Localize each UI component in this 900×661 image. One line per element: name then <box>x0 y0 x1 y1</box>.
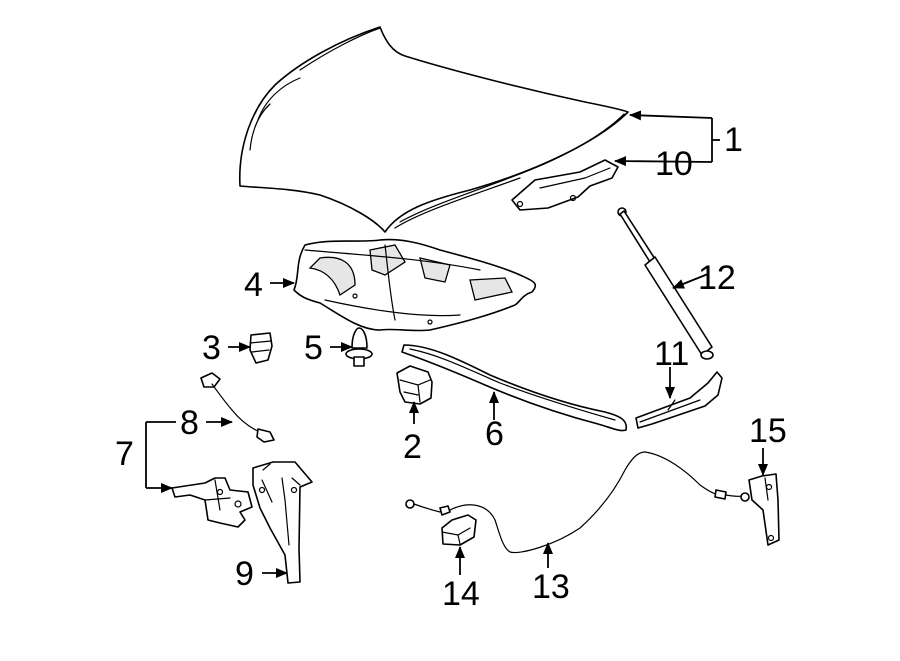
callout-11: 11 <box>654 335 689 373</box>
hood-insulator-part-4[interactable] <box>293 238 537 332</box>
hinge-plate-part-15[interactable] <box>748 473 780 546</box>
callout-2: 2 <box>403 428 422 466</box>
callout-8: 8 <box>180 404 199 442</box>
clip-part-5[interactable] <box>345 327 373 367</box>
sensor-wire-part-8[interactable] <box>200 372 275 443</box>
latch-part-7[interactable] <box>171 477 253 528</box>
callout-6: 6 <box>485 415 504 453</box>
hood-bracket-part-10[interactable] <box>511 159 619 211</box>
bumper-part-3[interactable] <box>249 332 273 364</box>
callout-13: 13 <box>532 568 570 606</box>
hood-part-1[interactable] <box>239 26 629 233</box>
callout-14: 14 <box>442 575 480 613</box>
latch-support-part-9[interactable] <box>252 461 313 584</box>
callout-10: 10 <box>655 145 693 183</box>
callout-5: 5 <box>304 329 323 367</box>
callout-7: 7 <box>115 435 134 473</box>
callout-12: 12 <box>698 259 736 297</box>
callout-4: 4 <box>244 266 263 304</box>
callout-3: 3 <box>202 329 221 367</box>
callout-15: 15 <box>749 412 787 450</box>
leader-lines <box>145 110 768 578</box>
hood-strut-part-12[interactable] <box>617 207 714 360</box>
bracket-part-2[interactable] <box>396 365 433 405</box>
molding-part-11[interactable] <box>635 371 723 429</box>
hood-seal-part-6[interactable] <box>401 344 628 432</box>
release-handle-part-14[interactable] <box>441 514 477 546</box>
callout-9: 9 <box>235 555 254 593</box>
callout-1: 1 <box>724 121 743 159</box>
